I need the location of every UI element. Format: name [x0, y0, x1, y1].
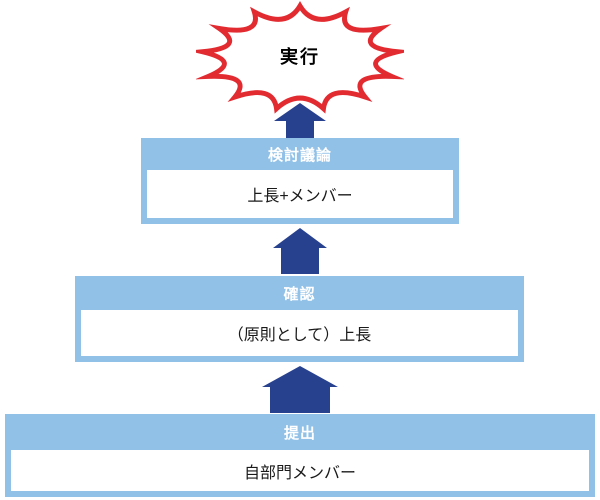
- arrow-up-icon: [273, 228, 327, 274]
- step-box-submit: 提出 自部門メンバー: [5, 414, 595, 497]
- starburst-icon: [196, 1, 404, 114]
- step-box-confirm: 確認 （原則として）上長: [75, 276, 524, 362]
- step-body: 上長+メンバー: [147, 170, 453, 218]
- arrow-up-icon: [274, 103, 326, 138]
- arrow-up-icon: [262, 366, 338, 413]
- execution-burst: 実行: [196, 1, 404, 115]
- step-body: （原則として）上長: [81, 310, 518, 356]
- step-header: 提出: [283, 424, 316, 442]
- step-header: 確認: [283, 285, 316, 303]
- step-body: 自部門メンバー: [11, 450, 589, 491]
- step-box-review: 検討議論 上長+メンバー: [141, 138, 459, 224]
- step-header: 検討議論: [267, 146, 332, 164]
- burst-label: 実行: [280, 47, 320, 67]
